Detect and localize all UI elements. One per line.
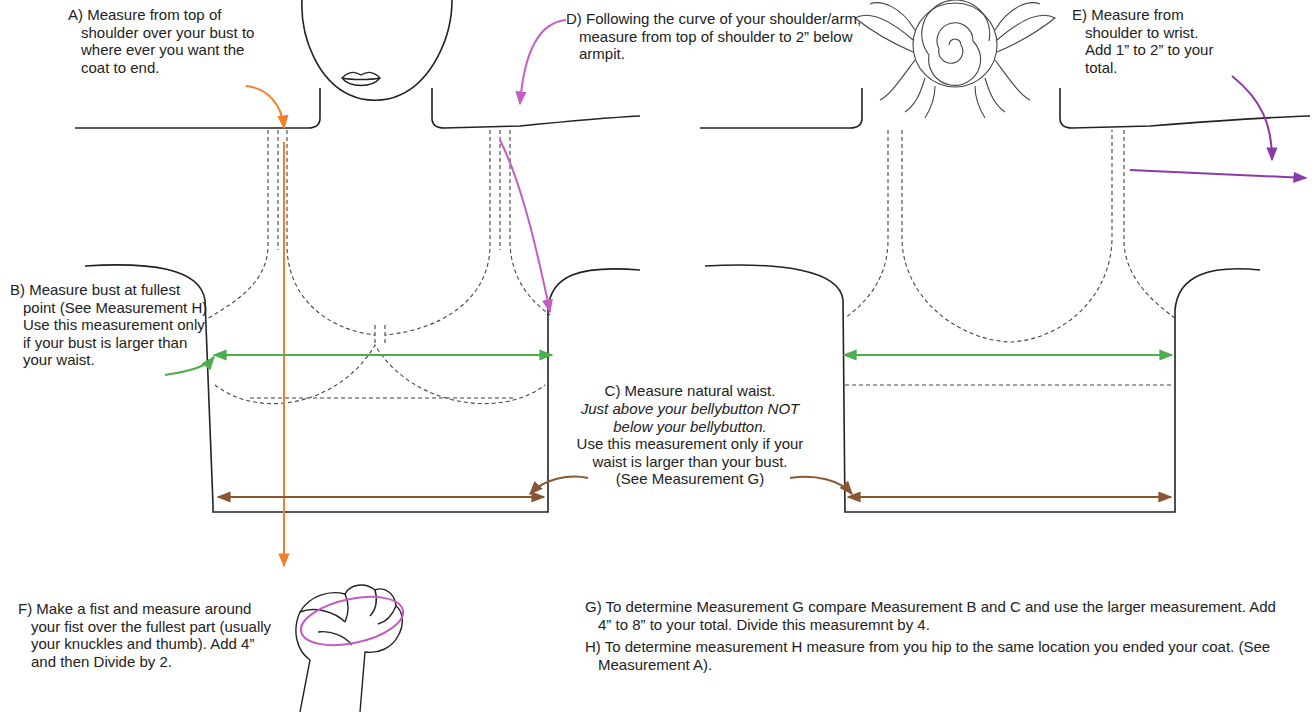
drawing-stroke xyxy=(1060,88,1310,128)
drawing-stroke xyxy=(845,384,1175,385)
drawing-stroke xyxy=(300,590,396,624)
drawing-stroke xyxy=(870,3,1040,30)
drawing-stroke xyxy=(205,130,550,404)
drawing-stroke xyxy=(700,88,862,128)
drawing-stroke xyxy=(277,130,278,250)
drawing-stroke xyxy=(296,585,402,712)
drawing-stroke xyxy=(214,354,552,356)
callout-c: Use this measurement only if your waist … xyxy=(575,435,805,488)
drawing-stroke xyxy=(246,86,284,128)
drawing-stroke xyxy=(997,15,1055,52)
drawing-stroke xyxy=(342,72,380,85)
drawing-stroke xyxy=(302,0,452,100)
drawing-stroke xyxy=(250,397,515,398)
drawing-stroke xyxy=(205,130,268,320)
drawing-stroke xyxy=(499,130,500,250)
drawing-stroke xyxy=(296,585,402,712)
drawing-stroke xyxy=(848,496,1171,498)
drawing-stroke xyxy=(1124,130,1175,318)
callout-f: F) Make a fist and measure around your f… xyxy=(18,600,273,670)
callout-c: C) Measure natural waist. xyxy=(560,382,820,400)
drawing-stroke xyxy=(705,265,1260,512)
drawing-stroke xyxy=(500,140,550,312)
drawing-stroke xyxy=(218,496,544,498)
drawing-stroke xyxy=(75,0,640,512)
drawing-stroke xyxy=(375,325,385,345)
drawing-stroke xyxy=(165,357,214,375)
drawing-stroke xyxy=(922,0,990,85)
drawing-stroke xyxy=(297,589,408,654)
drawing-stroke xyxy=(855,15,913,52)
drawing-stroke xyxy=(318,632,352,645)
callout-d: D) Following the curve of your shoulder/… xyxy=(566,10,876,63)
drawing-stroke xyxy=(844,354,1172,356)
drawing-stroke xyxy=(530,477,588,494)
drawing-stroke xyxy=(880,60,1030,112)
drawing-stroke xyxy=(342,78,380,80)
drawing-stroke xyxy=(925,86,985,118)
callout-c-note: Just above your bellybutton NOT below yo… xyxy=(560,400,820,435)
callout-h: H) To determine measurement H measure fr… xyxy=(585,638,1285,673)
callout-e: E) Measure from shoulder to wrist. Add 1… xyxy=(1072,6,1222,76)
drawing-stroke xyxy=(845,130,888,318)
drawing-stroke xyxy=(520,20,566,104)
drawing-stroke xyxy=(1130,170,1306,178)
drawing-stroke xyxy=(215,345,545,404)
callout-a: A) Measure from top of shoulder over you… xyxy=(68,6,273,76)
callout-g: G) To determine Measurement G compare Me… xyxy=(585,598,1285,633)
drawing-stroke xyxy=(342,72,380,85)
drawing-stroke xyxy=(287,130,375,335)
drawing-stroke xyxy=(855,0,1055,118)
drawing-stroke xyxy=(845,130,1175,385)
drawing-stroke xyxy=(790,477,852,494)
drawing-stroke xyxy=(1232,76,1272,160)
callout-b: B) Measure bust at fullest point (See Me… xyxy=(10,281,210,369)
drawing-stroke xyxy=(385,130,490,335)
drawing-stroke xyxy=(902,130,1112,342)
drawing-stroke xyxy=(432,88,640,128)
